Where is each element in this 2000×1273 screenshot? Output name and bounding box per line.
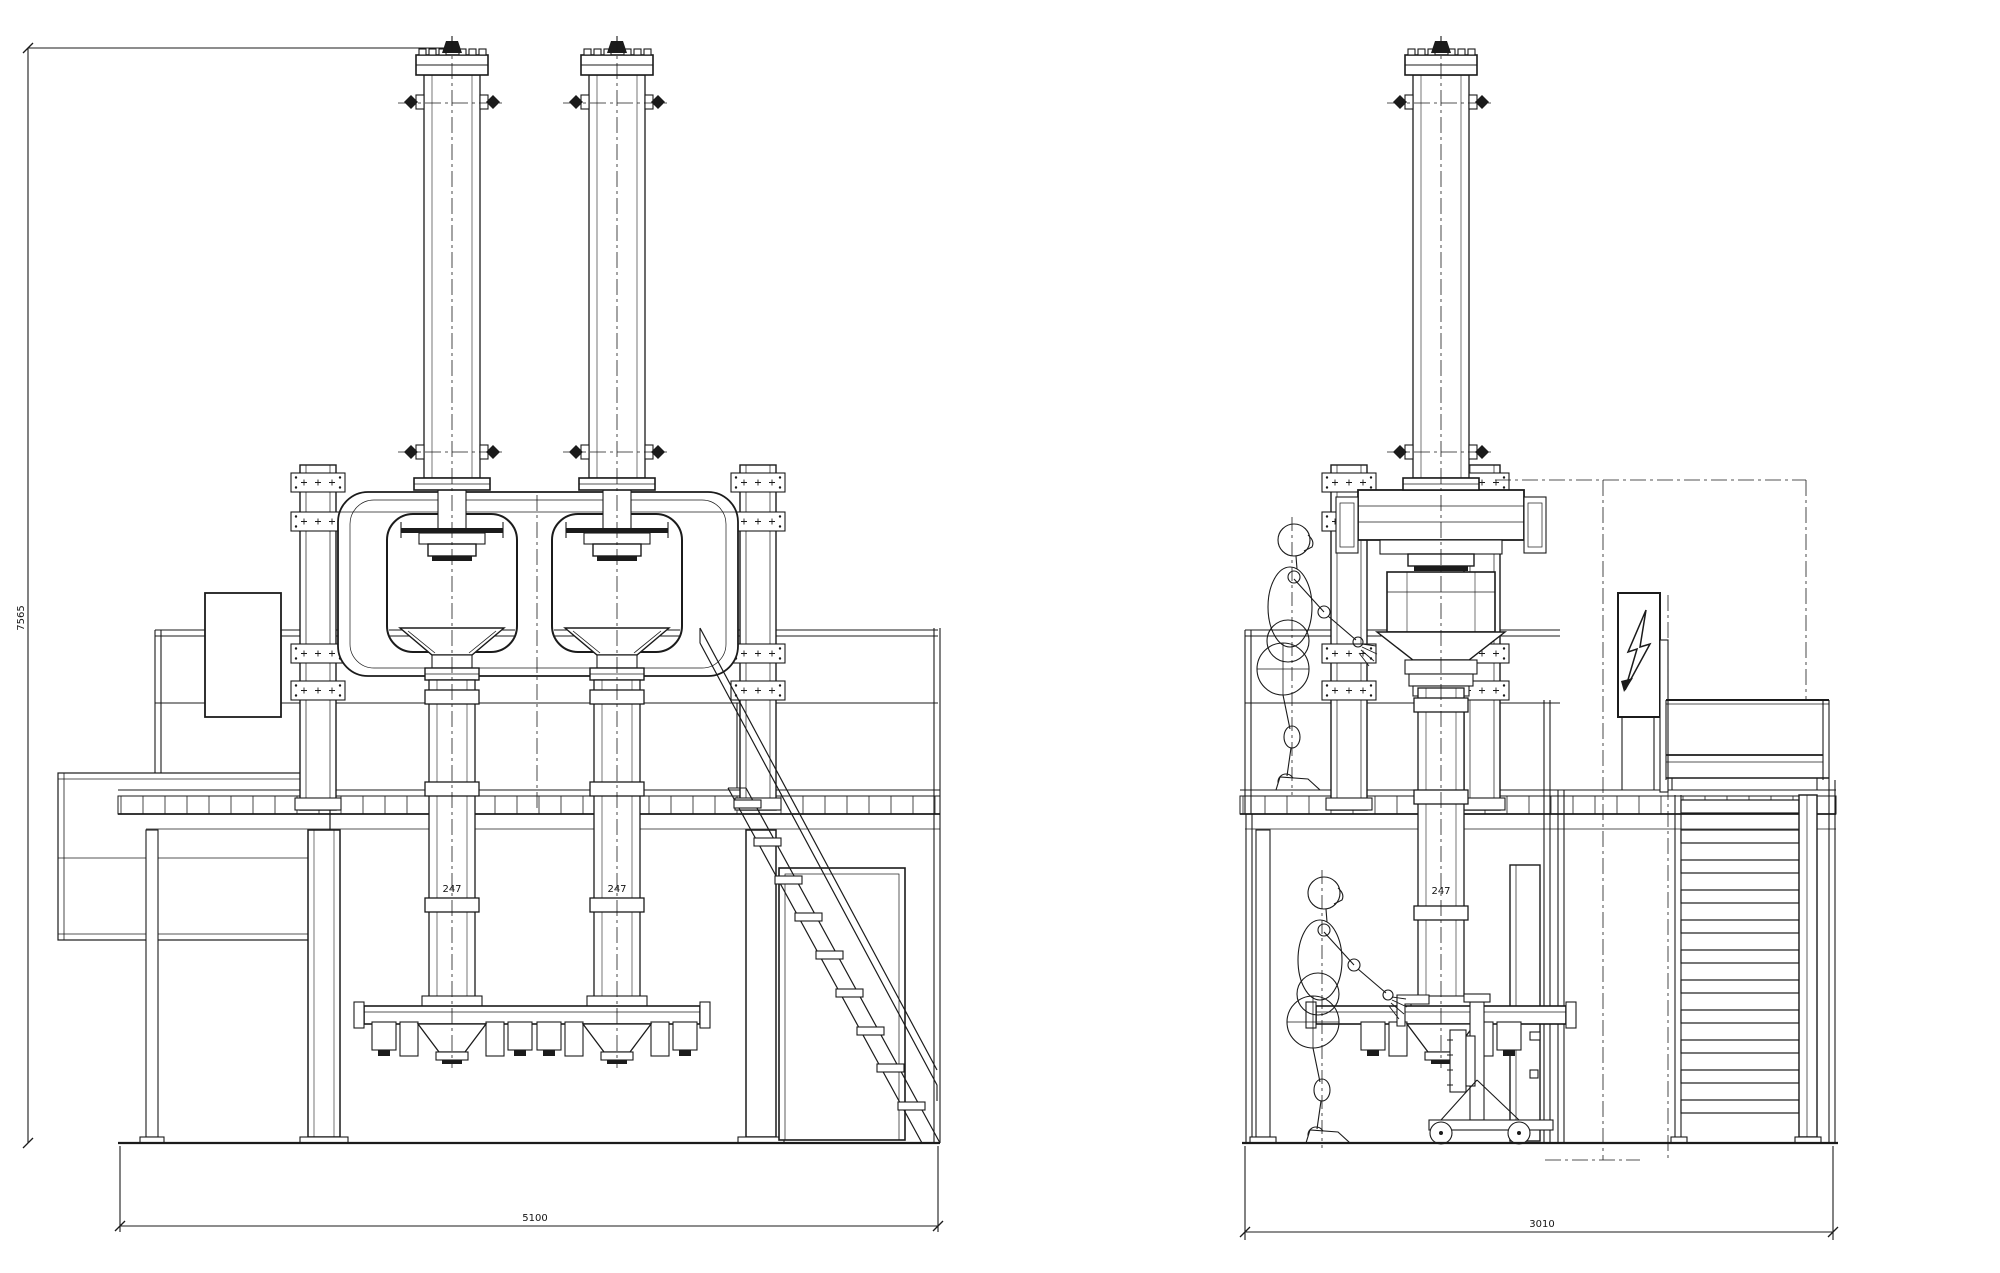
lightning-arrow-tip — [1621, 678, 1633, 692]
front-platform-railing — [154, 628, 941, 1143]
front-control-box — [204, 592, 282, 718]
front-left-piston-label: 247 — [442, 884, 461, 895]
front-cylinders — [403, 35, 666, 491]
side-width-dimension: 3010 — [1239, 1146, 1839, 1240]
side-view: 247 3010 — [1239, 35, 1839, 1240]
side-door-panel — [1509, 864, 1541, 1142]
front-right-piston-label: 247 — [607, 884, 626, 895]
side-width-dim-label: 3010 — [1529, 1219, 1554, 1230]
front-stairs — [699, 627, 941, 1144]
side-electrical-panel — [1617, 592, 1669, 793]
front-press-frame — [291, 465, 785, 810]
overall-height-dim-label: 7565 — [16, 605, 27, 630]
side-walls-and-legs — [1245, 700, 1565, 1144]
front-frame-post-right — [731, 465, 785, 810]
front-centerlines — [398, 36, 671, 1068]
front-width-dim-label: 5100 — [522, 1213, 547, 1224]
front-pistons: 247 247 — [421, 679, 648, 1011]
side-piston-label: 247 — [1431, 886, 1450, 897]
front-support-legs — [139, 829, 785, 1144]
side-storage-rack — [1670, 780, 1836, 1144]
front-frame-post-left — [291, 465, 345, 810]
side-centerlines — [1387, 36, 1807, 1161]
side-table — [1665, 699, 1830, 790]
front-spreader-beam — [353, 1001, 711, 1065]
front-width-dimension: 5100 — [114, 1146, 944, 1232]
front-height-dimension: 7565 — [16, 42, 446, 1149]
front-view: 247 247 — [16, 35, 944, 1232]
